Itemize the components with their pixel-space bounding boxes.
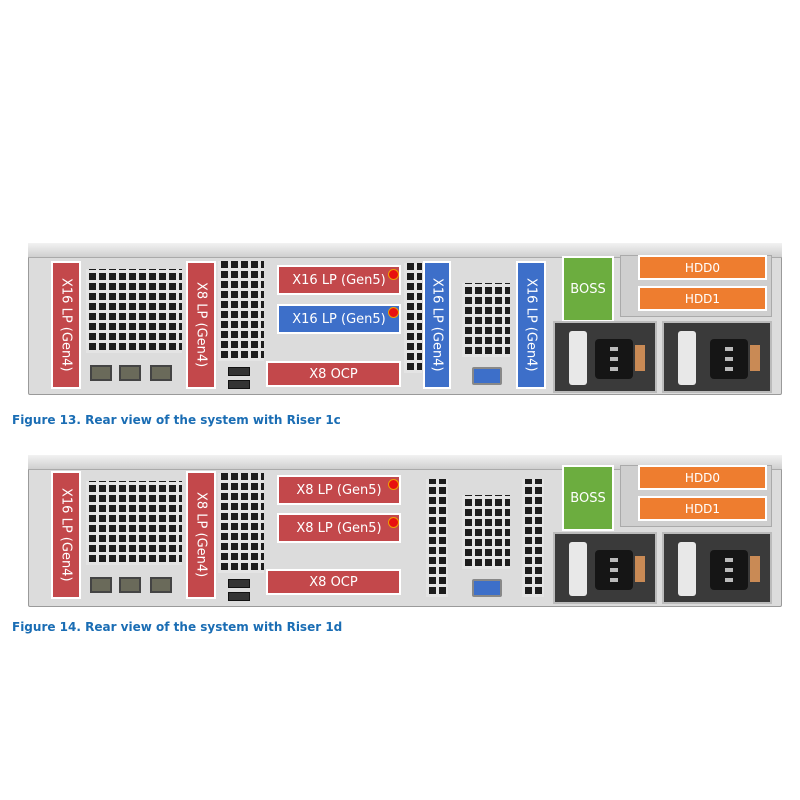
slot-mid-vertical-2: X16 LP (Gen4) <box>516 261 546 389</box>
idrac-port <box>150 577 172 593</box>
slot-riser-bottom: X8 LP (Gen5) <box>277 513 401 543</box>
hdd1-slot: HDD1 <box>638 496 767 521</box>
gen5-marker-icon <box>388 479 399 490</box>
figure-13-caption: Figure 13. Rear view of the system with … <box>12 413 341 427</box>
vent-grid <box>86 269 182 353</box>
vga-port <box>472 579 502 597</box>
gen5-marker-icon <box>388 307 399 318</box>
slot-riser-top: X8 LP (Gen5) <box>277 475 401 505</box>
vent-grid <box>86 481 182 565</box>
slot-second-vertical: X8 LP (Gen4) <box>186 261 216 389</box>
power-supply-1 <box>553 321 657 393</box>
figure-14-caption: Figure 14. Rear view of the system with … <box>12 620 343 634</box>
vent-grid <box>218 473 264 573</box>
power-supply-2 <box>662 532 772 604</box>
usb-port <box>228 579 250 588</box>
ethernet-port-2 <box>119 577 141 593</box>
hdd1-slot: HDD1 <box>638 286 767 311</box>
slot-left-vertical: X16 LP (Gen4) <box>51 261 81 389</box>
usb-port <box>228 380 250 389</box>
power-supply-2 <box>662 321 772 393</box>
vent-grid <box>426 479 448 597</box>
slot-ocp: X8 OCP <box>266 569 401 595</box>
vent-grid <box>462 495 510 569</box>
usb-port <box>228 592 250 601</box>
boss-slot: BOSS <box>562 465 614 531</box>
hdd0-slot: HDD0 <box>638 255 767 280</box>
ethernet-port-2 <box>119 365 141 381</box>
slot-riser-top: X16 LP (Gen5) <box>277 265 401 295</box>
idrac-port <box>150 365 172 381</box>
gen5-marker-icon <box>388 269 399 280</box>
slot-left-vertical: X16 LP (Gen4) <box>51 471 81 599</box>
boss-slot: BOSS <box>562 256 614 322</box>
slot-mid-vertical-1: X16 LP (Gen4) <box>423 261 451 389</box>
vent-grid <box>462 283 510 357</box>
slot-riser-bottom: X16 LP (Gen5) <box>277 304 401 334</box>
usb-port <box>228 367 250 376</box>
ethernet-port-1 <box>90 365 112 381</box>
slot-ocp: X8 OCP <box>266 361 401 387</box>
ethernet-port-1 <box>90 577 112 593</box>
slot-second-vertical: X8 LP (Gen4) <box>186 471 216 599</box>
vent-grid <box>404 263 422 373</box>
figure-14: X16 LP (Gen4) X8 LP (Gen4) X8 LP (Gen5) … <box>0 455 800 615</box>
figure-13: X16 LP (Gen4) X8 LP (Gen4) X16 LP (Gen5)… <box>0 243 800 403</box>
chassis-top-rail <box>28 243 782 258</box>
vent-grid <box>522 479 544 597</box>
power-supply-1 <box>553 532 657 604</box>
hdd0-slot: HDD0 <box>638 465 767 490</box>
gen5-marker-icon <box>388 517 399 528</box>
vent-grid <box>218 261 264 361</box>
vga-port <box>472 367 502 385</box>
